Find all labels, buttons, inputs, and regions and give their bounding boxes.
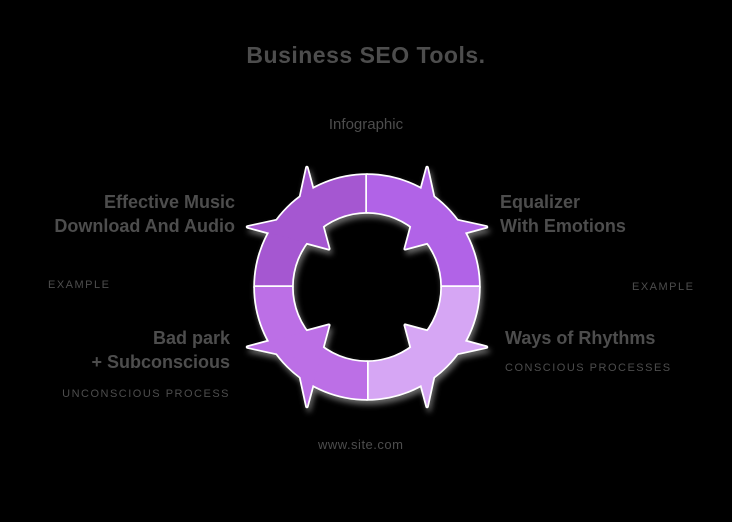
label-bottom-right-caption: CONSCIOUS PROCESSES (505, 362, 672, 374)
label-top-right-line1: Equalizer (500, 192, 581, 212)
label-top-left-line1: Effective Music (103, 192, 235, 212)
cycle-diagram (245, 165, 489, 409)
label-top-right-line2: With Emotions (500, 216, 626, 236)
label-top-left: Effective Music Download And Audio (54, 190, 235, 238)
caption-bottom: www.site.com (318, 437, 404, 452)
label-top-right: Equalizer With Emotions (500, 190, 626, 238)
caption-right: EXAMPLE (632, 281, 695, 293)
label-bottom-left-line1: Bad park (152, 328, 230, 348)
cycle-segment-bottom-right (365, 285, 489, 409)
label-top-left-line2: Download And Audio (54, 216, 235, 236)
label-bottom-left-line2: + Subconscious (91, 352, 230, 372)
label-bottom-left: Bad park + Subconscious UNCONSCIOUS PROC… (62, 326, 230, 401)
cycle-segment-bottom-left (245, 285, 369, 409)
label-bottom-right: Ways of Rhythms CONSCIOUS PROCESSES (505, 326, 672, 375)
caption-left: EXAMPLE (48, 279, 111, 291)
page-title: Business SEO Tools. (246, 42, 486, 68)
page-subtitle: Infographic (328, 116, 404, 133)
label-bottom-left-caption: UNCONSCIOUS PROCESS (62, 388, 230, 400)
cycle-segment-top-left (245, 165, 369, 289)
cycle-segment-top-right (365, 165, 489, 289)
label-bottom-right-line1: Ways of Rhythms (505, 328, 656, 348)
